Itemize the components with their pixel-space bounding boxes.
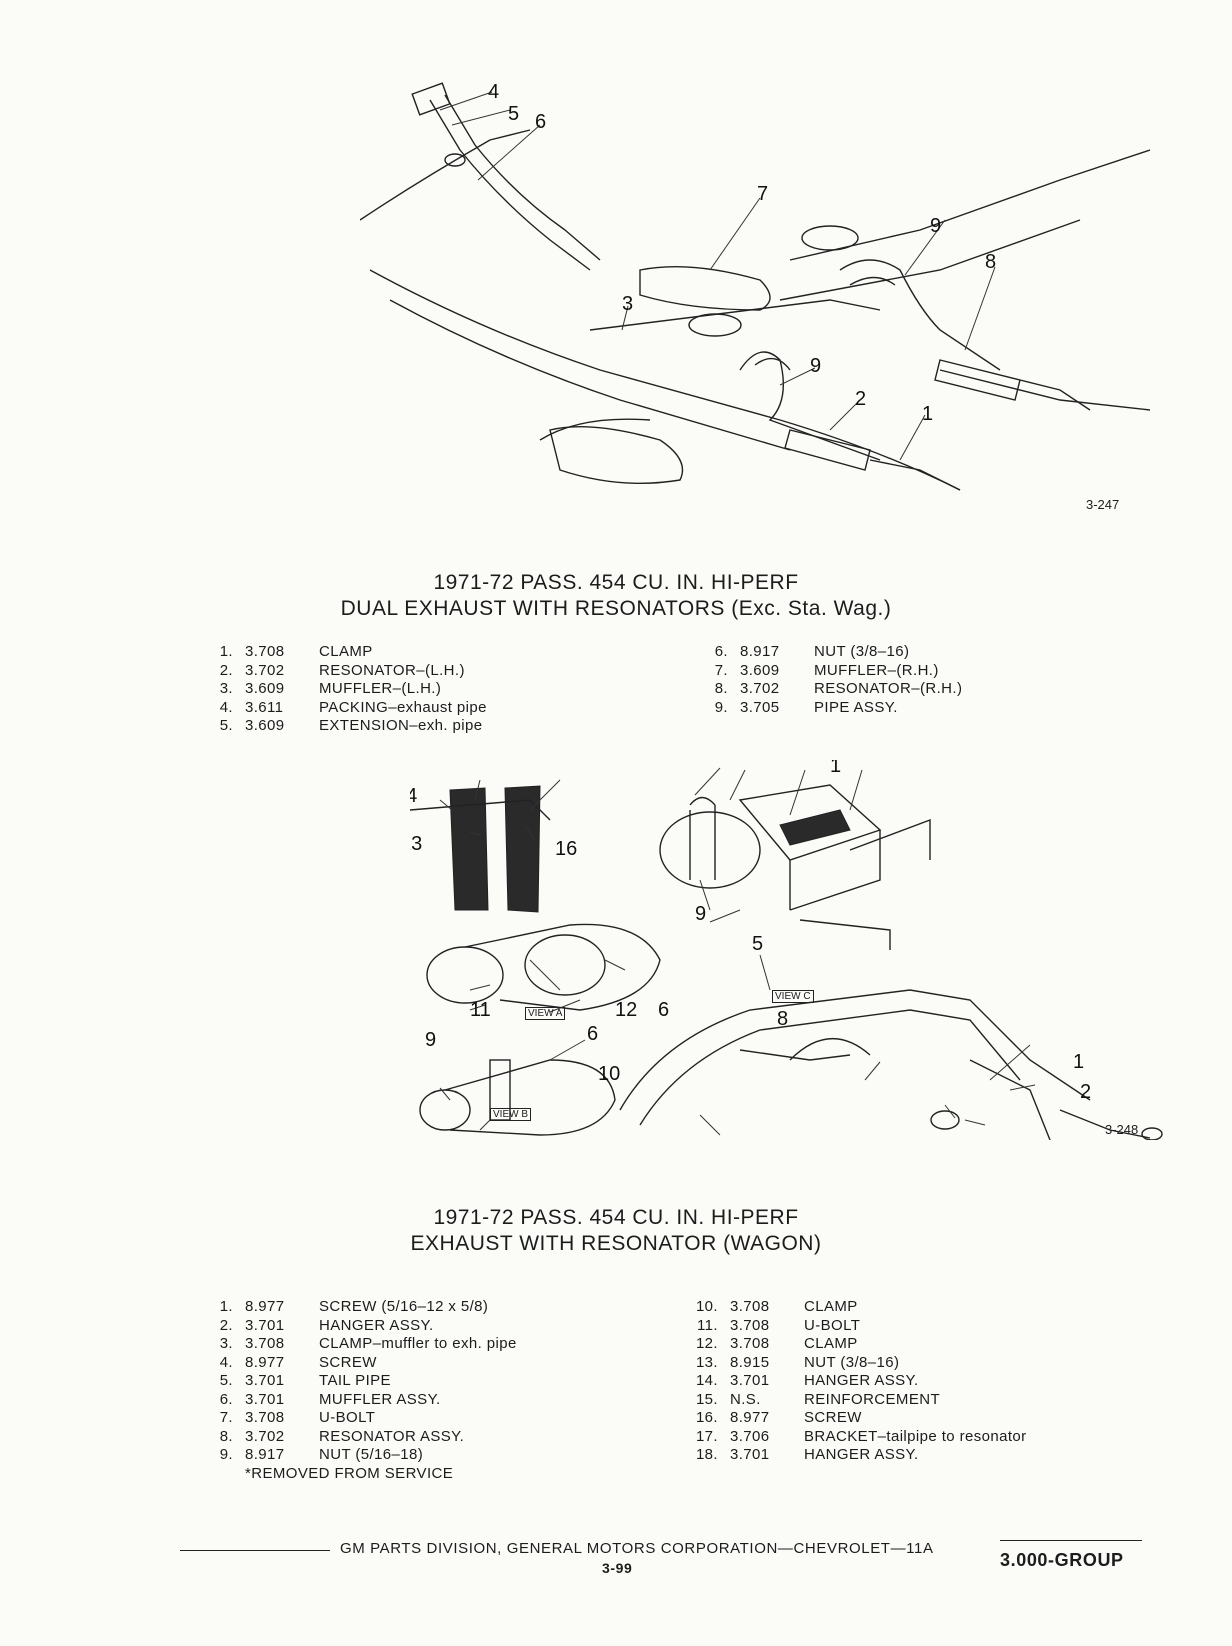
- figure-title-2: 1971-72 PASS. 454 CU. IN. HI-PERF EXHAUS…: [0, 1205, 1232, 1257]
- callout-9b: 9: [810, 355, 821, 377]
- title-line-2: EXHAUST WITH RESONATOR (WAGON): [410, 1232, 822, 1255]
- callout-12: 12: [615, 999, 637, 1021]
- footer-rule-right: [1000, 1540, 1142, 1541]
- title-line-2: DUAL EXHAUST WITH RESONATORS (Exc. Sta. …: [340, 597, 892, 620]
- removed-note: *REMOVED FROM SERVICE: [245, 1464, 454, 1482]
- figure-code-2: 3-248: [1105, 1122, 1139, 1137]
- callout-6: 6: [658, 999, 669, 1021]
- callout-8b: 8: [777, 1008, 788, 1030]
- callout-6: 6: [535, 111, 546, 133]
- callout-4: 4: [488, 81, 499, 103]
- title-line-1: 1971-72 PASS. 454 CU. IN. HI-PERF: [433, 1206, 799, 1229]
- callout-8: 8: [985, 251, 996, 273]
- callout-10: 10: [598, 1063, 620, 1085]
- wagon-exhaust-diagram: 15 15 7 8 17 18 14 16 1 13 9 5 11 12 6 8…: [410, 760, 1163, 1140]
- callout-5: 5: [752, 933, 763, 955]
- dual-exhaust-diagram: 4 5 6 7 9 8 3 9 2 1: [360, 81, 1150, 491]
- callout-1b: 1: [1073, 1051, 1084, 1073]
- callout-16: 16: [555, 838, 577, 860]
- callout-9b: 9: [425, 1029, 436, 1051]
- group-label: 3.000-GROUP: [1000, 1550, 1124, 1570]
- view-b-label: VIEW B: [490, 1108, 532, 1121]
- callout-2: 2: [1080, 1081, 1091, 1103]
- callout-14: 14: [410, 785, 417, 807]
- callout-1: 1: [922, 403, 933, 425]
- callout-9: 9: [930, 215, 941, 237]
- footer-text: GM PARTS DIVISION, GENERAL MOTORS CORPOR…: [340, 1540, 934, 1557]
- hanger-right: [504, 785, 541, 913]
- callout-1: 1: [830, 760, 841, 777]
- callout-3: 3: [622, 293, 633, 315]
- footer-rule-left: [180, 1550, 330, 1551]
- figure-code: 3-247: [1086, 497, 1120, 512]
- callout-7: 7: [757, 183, 768, 205]
- page-number: 3-99: [602, 1560, 633, 1576]
- callout-5: 5: [508, 103, 519, 125]
- part-row: 15.N.S.REINFORCEMENT: [695, 1390, 941, 1408]
- callout-9: 9: [695, 903, 706, 925]
- view-c-label: VIEW C: [772, 990, 814, 1003]
- callout-11: 11: [470, 999, 491, 1021]
- figure-title: 1971-72 PASS. 454 CU. IN. HI-PERF DUAL E…: [0, 570, 1232, 622]
- callout-13: 13: [410, 833, 422, 855]
- title-line-1: 1971-72 PASS. 454 CU. IN. HI-PERF: [433, 571, 799, 594]
- callout-2: 2: [855, 388, 866, 410]
- callout-6b: 6: [587, 1023, 598, 1045]
- view-a-label: VIEW A: [525, 1007, 566, 1020]
- hanger-left: [449, 787, 489, 911]
